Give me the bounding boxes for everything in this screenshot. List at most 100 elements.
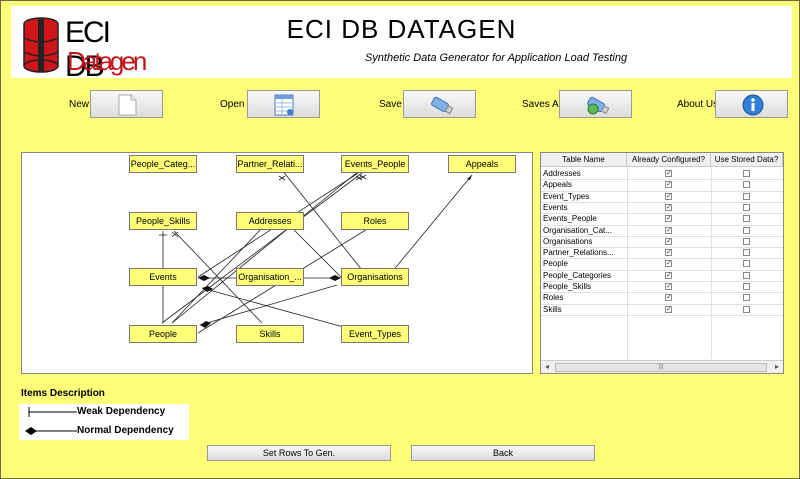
table-row[interactable]: Events✓ <box>541 202 783 213</box>
scroll-left-icon[interactable]: ◂ <box>544 362 549 371</box>
table-name-cell: Events_People <box>543 214 597 224</box>
about-button[interactable] <box>715 90 788 118</box>
column-header-already-configured[interactable]: Already Configured? <box>627 153 711 167</box>
table-name-cell: People <box>543 259 568 269</box>
already-configured-checkbox[interactable]: ✓ <box>665 226 672 234</box>
use-stored-data-checkbox[interactable] <box>743 181 750 189</box>
use-stored-data-checkbox[interactable] <box>743 170 750 177</box>
dependency-lines <box>159 169 473 334</box>
entity-organisation-categories[interactable]: Organisation_... <box>236 268 304 286</box>
table-row[interactable]: People ✓ <box>541 258 783 269</box>
use-stored-data-checkbox[interactable] <box>743 271 750 279</box>
already-configured-checkbox[interactable]: ✓ <box>665 294 672 302</box>
table-row[interactable]: People_Categories ✓ <box>541 270 783 281</box>
open-button[interactable] <box>247 90 320 118</box>
legend-box: Weak Dependency Normal Dependency <box>19 404 189 440</box>
already-configured-checkbox[interactable]: ✓ <box>665 170 672 177</box>
entity-skills[interactable]: Skills <box>236 325 304 343</box>
table-name-cell: People_Skills <box>543 282 592 291</box>
already-configured-checkbox[interactable]: ✓ <box>665 249 672 257</box>
save-as-button[interactable] <box>559 90 632 118</box>
entity-people-skills[interactable]: People_Skills <box>129 212 197 230</box>
legend-normal-dependency: Normal Dependency <box>77 425 174 436</box>
row-divider <box>541 247 783 249</box>
back-button[interactable]: Back <box>411 445 595 461</box>
use-stored-data-checkbox[interactable] <box>743 192 750 200</box>
entity-events-people[interactable]: Events_People <box>341 155 409 173</box>
legend-symbols <box>25 407 77 435</box>
table-row[interactable]: Roles ✓ <box>541 292 783 303</box>
use-stored-data-checkbox[interactable] <box>743 260 750 268</box>
column-header-use-stored-data[interactable]: Use Stored Data? <box>711 153 783 167</box>
row-divider <box>541 179 783 181</box>
entity-roles[interactable]: Roles <box>341 212 409 230</box>
tables-config-table[interactable]: Table Name Already Configured? Use Store… <box>540 152 784 374</box>
entity-people-categories[interactable]: People_Categ... <box>129 155 197 173</box>
row-divider <box>541 224 783 226</box>
already-configured-checkbox[interactable]: ✓ <box>665 192 672 200</box>
app-subtitle: Synthetic Data Generator for Application… <box>364 52 628 64</box>
table-row[interactable]: Organisations ✓ <box>541 236 783 247</box>
already-configured-checkbox[interactable]: ✓ <box>665 305 672 313</box>
table-row[interactable]: Appeals✓ <box>541 179 783 190</box>
usb-drive-save-as-icon <box>587 96 610 115</box>
use-stored-data-checkbox[interactable] <box>743 294 750 302</box>
row-divider <box>541 201 783 203</box>
use-stored-data-checkbox[interactable] <box>743 237 750 245</box>
use-stored-data-checkbox[interactable] <box>743 305 750 313</box>
table-row[interactable]: Partner_Relations... ✓ <box>541 247 783 258</box>
use-stored-data-checkbox[interactable] <box>743 226 750 234</box>
items-description-title: Items Description <box>21 388 105 399</box>
dependency-diagram[interactable]: People_Categ... Partner_Relati... Events… <box>21 152 533 374</box>
row-divider <box>541 281 783 282</box>
use-stored-data-checkbox[interactable] <box>743 215 750 223</box>
table-name-cell: Partner_Relations... <box>543 248 614 258</box>
column-header-table-name[interactable]: Table Name <box>541 153 627 167</box>
use-stored-data-checkbox[interactable] <box>743 283 750 290</box>
entity-addresses[interactable]: Addresses <box>236 212 304 230</box>
save-button[interactable] <box>403 90 476 118</box>
entity-event-types[interactable]: Event_Types <box>341 325 409 343</box>
already-configured-checkbox[interactable]: ✓ <box>665 203 672 211</box>
set-rows-button[interactable]: Set Rows To Gen. <box>207 445 391 461</box>
table-name-cell: Addresses <box>543 169 581 178</box>
entity-people[interactable]: People <box>129 325 197 343</box>
table-name-cell: Organisation_Cat... <box>543 225 612 235</box>
column-divider <box>627 167 628 359</box>
row-divider <box>541 269 783 271</box>
table-row[interactable]: People_Skills ✓ <box>541 281 783 292</box>
save-label: Save <box>379 99 402 110</box>
table-name-cell: Organisations <box>543 236 593 246</box>
already-configured-checkbox[interactable]: ✓ <box>665 271 672 279</box>
entity-organisations[interactable]: Organisations <box>341 268 409 286</box>
scroll-right-icon[interactable]: ▸ <box>774 362 779 371</box>
scrollbar-thumb[interactable]: ||| <box>555 363 767 372</box>
table-row[interactable]: Addresses ✓ <box>541 168 783 179</box>
entity-partner-relations[interactable]: Partner_Relati... <box>236 155 304 173</box>
table-row[interactable]: Event_Types✓ <box>541 191 783 202</box>
horizontal-scrollbar[interactable]: ◂ ||| ▸ <box>541 360 783 373</box>
entity-appeals[interactable]: Appeals <box>448 155 516 173</box>
table-row[interactable]: Organisation_Cat... ✓ <box>541 225 783 236</box>
table-name-cell: Roles <box>543 293 564 303</box>
use-stored-data-checkbox[interactable] <box>743 203 750 211</box>
table-row[interactable]: Events_People ✓ <box>541 213 783 224</box>
already-configured-checkbox[interactable]: ✓ <box>665 237 672 245</box>
usb-drive-icon <box>431 96 454 115</box>
already-configured-checkbox[interactable]: ✓ <box>665 260 672 268</box>
about-label: About Us <box>677 99 719 110</box>
already-configured-checkbox[interactable]: ✓ <box>665 283 672 290</box>
legend-weak-dependency: Weak Dependency <box>77 406 166 417</box>
app-logo: ECI DB Datagen <box>21 16 147 83</box>
use-stored-data-checkbox[interactable] <box>743 249 750 257</box>
table-name-cell: Skills <box>543 304 562 314</box>
already-configured-checkbox[interactable]: ✓ <box>665 215 672 223</box>
app-title: ECI DB DATAGEN <box>286 14 517 44</box>
entity-events[interactable]: Events <box>129 268 197 286</box>
already-configured-checkbox[interactable]: ✓ <box>665 181 672 189</box>
table-row[interactable]: Skills ✓ <box>541 304 783 315</box>
row-divider <box>541 213 783 215</box>
table-name-cell: People_Categories <box>543 270 612 280</box>
column-divider <box>711 167 712 359</box>
new-button[interactable] <box>90 90 163 118</box>
